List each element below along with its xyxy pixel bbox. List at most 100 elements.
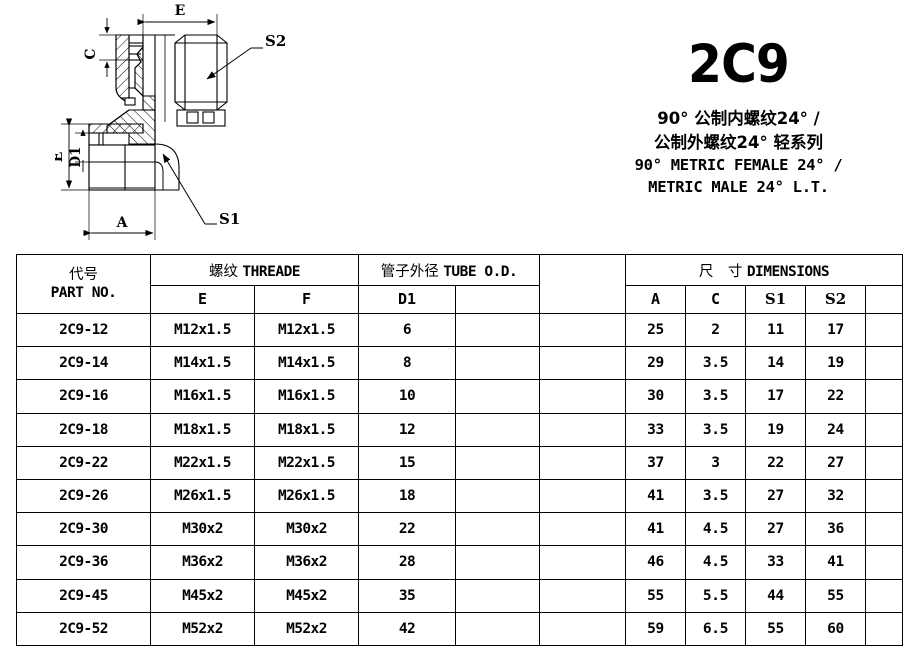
cell-dim-s1-value: 11 <box>767 322 784 339</box>
cell-dim-s1-value: 27 <box>767 488 784 505</box>
cell-blank-2 <box>539 611 626 646</box>
cell-part-no: 2C9-26 <box>16 478 151 514</box>
cell-dim-a-value: 25 <box>647 322 664 339</box>
header-sub-s1: S1 <box>745 285 806 314</box>
cell-blank-1 <box>455 312 540 348</box>
cell-dim-c-value: 3.5 <box>702 355 729 372</box>
header-thread-en: THREADE <box>242 263 301 280</box>
product-code: 2C9 <box>688 34 790 95</box>
header-sub-blank-2 <box>864 285 904 314</box>
cell-thread-e-value: M18x1.5 <box>174 421 232 438</box>
cell-dim-a-value: 59 <box>647 620 664 637</box>
cell-dim-s2-value: 17 <box>827 322 844 339</box>
cell-part-no: 2C9-16 <box>16 379 151 414</box>
cell-part-no: 2C9-18 <box>16 412 151 447</box>
cell-tube-od-d1: 10 <box>358 379 456 414</box>
cell-dim-s1-value: 14 <box>767 355 784 372</box>
cell-tube-od-d1-value: 35 <box>398 587 416 604</box>
cell-blank-1 <box>455 379 540 414</box>
cell-thread-f: M26x1.5 <box>254 478 359 514</box>
cell-dim-a-value: 46 <box>647 554 664 571</box>
cell-dim-s1: 11 <box>745 312 806 348</box>
header-sub-blank-1 <box>455 285 540 314</box>
cell-thread-f-value: M45x2 <box>286 587 327 604</box>
cell-dim-s2-value: 36 <box>827 521 844 538</box>
cell-dim-s1-value: 27 <box>767 521 784 538</box>
cell-part-no: 2C9-22 <box>16 445 151 480</box>
cell-blank-2 <box>539 578 626 613</box>
cell-dim-a: 33 <box>625 412 686 447</box>
cell-blank-3 <box>864 478 904 514</box>
cell-dim-a: 59 <box>625 611 686 646</box>
cell-dim-s2-value: 24 <box>827 421 844 438</box>
dim-label-e-left: E <box>55 152 66 163</box>
cell-blank-2 <box>539 445 626 480</box>
cell-dim-s2: 60 <box>805 611 866 646</box>
cell-blank-3 <box>864 578 904 613</box>
cell-dim-c-value: 4.5 <box>702 554 729 571</box>
cell-dim-c-value: 3.5 <box>702 488 729 505</box>
cell-tube-od-d1-value: 18 <box>398 488 416 505</box>
cell-dim-c: 2 <box>685 312 746 348</box>
cell-dim-a: 46 <box>625 545 686 580</box>
dim-label-s1: S1 <box>219 210 240 228</box>
cell-blank-3 <box>864 445 904 480</box>
cell-thread-f-value: M18x1.5 <box>278 421 336 438</box>
cell-dim-a: 41 <box>625 478 686 514</box>
cell-thread-e-value: M26x1.5 <box>174 488 232 505</box>
specification-table-container: 代号 PART NO. 螺纹 THREADE 管子外径 TUBE O.D. 尺 … <box>16 254 904 646</box>
cell-dim-s2: 55 <box>805 578 866 613</box>
cell-dim-a: 37 <box>625 445 686 480</box>
cell-blank-1 <box>455 478 540 514</box>
cell-thread-f: M16x1.5 <box>254 379 359 414</box>
cell-dim-s2-value: 41 <box>827 554 844 571</box>
cell-thread-e: M36x2 <box>150 545 255 580</box>
header-sub-d1: D1 <box>358 285 456 314</box>
header-tube-od-group: 管子外径 TUBE O.D. <box>358 254 540 286</box>
cell-dim-s2-value: 60 <box>827 620 844 637</box>
cell-thread-e-value: M52x2 <box>182 620 223 637</box>
cell-dim-c-value: 2 <box>711 322 720 339</box>
cell-dim-s1: 14 <box>745 346 806 381</box>
cell-tube-od-d1-value: 6 <box>402 322 412 339</box>
cell-part-no-value: 2C9-12 <box>59 322 108 339</box>
cell-tube-od-d1-value: 15 <box>398 454 416 471</box>
header-sub-e: E <box>150 285 255 314</box>
cell-tube-od-d1: 28 <box>358 545 456 580</box>
subtitle-chinese-line-2: 公制外螺纹24° 轻系列 <box>654 132 823 152</box>
dim-label-c: C <box>83 48 99 59</box>
cell-thread-f: M12x1.5 <box>254 312 359 348</box>
cell-thread-f-value: M30x2 <box>286 521 327 538</box>
cell-part-no: 2C9-36 <box>16 545 151 580</box>
cell-dim-s2: 27 <box>805 445 866 480</box>
cell-blank-3 <box>864 346 904 381</box>
cell-part-no-value: 2C9-36 <box>59 554 108 571</box>
cell-dim-a: 55 <box>625 578 686 613</box>
cell-dim-s2: 19 <box>805 346 866 381</box>
cell-dim-a-value: 55 <box>647 587 664 604</box>
cell-dim-c: 3.5 <box>685 412 746 447</box>
cell-dim-a-value: 37 <box>647 454 664 471</box>
cell-thread-f-value: M16x1.5 <box>278 388 336 405</box>
specification-table: 代号 PART NO. 螺纹 THREADE 管子外径 TUBE O.D. 尺 … <box>16 254 904 646</box>
cell-thread-e-value: M14x1.5 <box>174 355 232 372</box>
cell-thread-e: M18x1.5 <box>150 412 255 447</box>
cell-dim-s1: 55 <box>745 611 806 646</box>
cell-blank-2 <box>539 545 626 580</box>
cell-dim-s2-value: 55 <box>827 587 844 604</box>
cell-dim-c-value: 5.5 <box>702 587 729 604</box>
subtitle-english-line-2: METRIC MALE 24° L.T. <box>648 177 829 196</box>
header-dimensions-cn: 尺 寸 <box>698 263 743 280</box>
cell-dim-s2: 32 <box>805 478 866 514</box>
cell-dim-s1-value: 55 <box>767 620 784 637</box>
cell-thread-e: M30x2 <box>150 512 255 547</box>
cell-thread-e-value: M16x1.5 <box>174 388 232 405</box>
cell-dim-a: 30 <box>625 379 686 414</box>
cell-tube-od-d1-value: 42 <box>398 620 416 637</box>
cell-part-no-value: 2C9-22 <box>59 454 108 471</box>
cell-dim-s1: 19 <box>745 412 806 447</box>
cell-dim-c: 3 <box>685 445 746 480</box>
